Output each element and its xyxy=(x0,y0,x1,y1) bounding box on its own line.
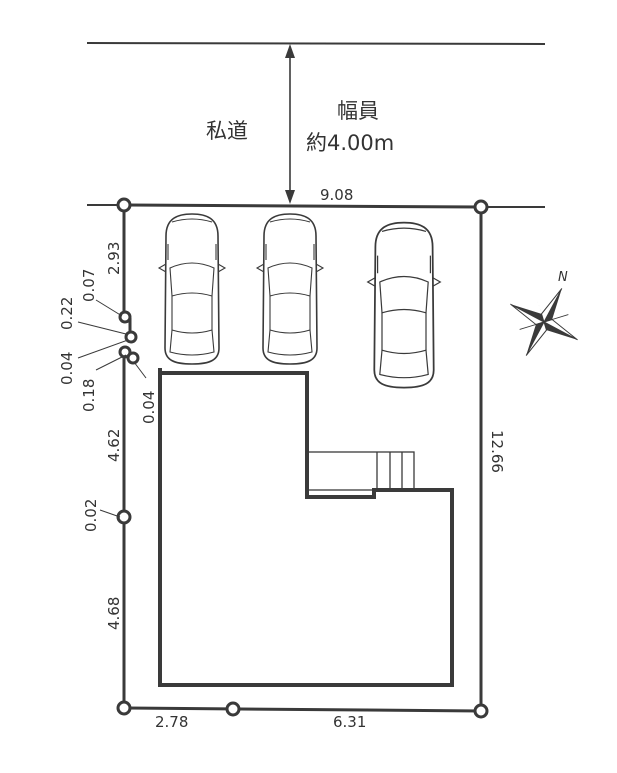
dim-left-top: 2.93 xyxy=(105,242,123,275)
boundary-post-w-mid xyxy=(116,509,132,525)
dim-bottom-right: 6.31 xyxy=(333,713,366,731)
dim-left-offset: 0.02 xyxy=(82,499,100,532)
road-width-value: 約4.00m xyxy=(306,131,394,155)
dim-top: 9.08 xyxy=(320,186,353,204)
road-width-arrow xyxy=(285,44,295,204)
entrance-steps xyxy=(306,451,415,491)
dimension-leaders xyxy=(77,299,147,518)
boundary-post-w-2 xyxy=(124,330,138,344)
boundary-post-sw xyxy=(116,700,132,716)
parking-area xyxy=(158,213,442,389)
dim-left-small-2: 0.22 xyxy=(58,297,76,330)
building-outline xyxy=(158,371,454,687)
boundary-post-w-3 xyxy=(118,345,132,359)
boundary-post-w-1 xyxy=(118,310,132,324)
car-icon xyxy=(366,221,442,389)
boundary-post-se xyxy=(473,703,489,719)
dim-left-small-3: 0.04 xyxy=(58,352,76,385)
car-icon xyxy=(158,213,226,365)
road-width-label: 幅員 xyxy=(337,99,379,123)
dim-left-bottom: 4.68 xyxy=(105,597,123,630)
dim-left-small-5: 0.04 xyxy=(140,391,158,424)
lot-boundary xyxy=(122,203,483,713)
boundary-post-nw xyxy=(116,197,132,213)
compass-rose-icon xyxy=(510,288,578,356)
dim-left-small-1: 0.07 xyxy=(80,269,98,302)
car-icon xyxy=(256,213,324,365)
boundary-post-ne xyxy=(473,199,489,215)
dim-left-middle: 4.62 xyxy=(105,429,123,462)
dim-left-small-4: 0.18 xyxy=(80,379,98,412)
compass-north-label: N xyxy=(558,270,568,285)
road-edge-north xyxy=(86,42,546,45)
dim-bottom-left: 2.78 xyxy=(155,713,188,731)
boundary-post-w-4 xyxy=(126,351,140,365)
boundary-post-s-mid xyxy=(225,701,241,717)
road-name: 私道 xyxy=(206,119,248,143)
dim-right: 12.66 xyxy=(488,430,506,473)
